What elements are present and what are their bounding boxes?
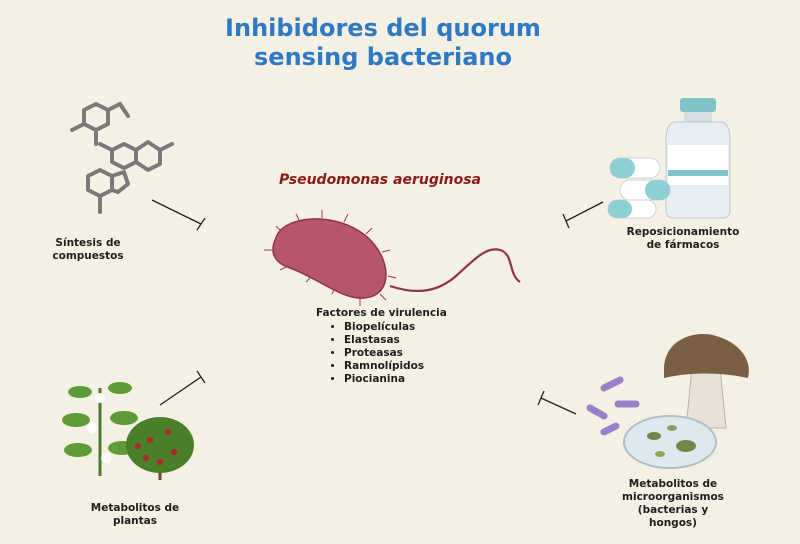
diagram-title: Inhibidores del quorum sensing bacterian… <box>225 14 541 71</box>
label-plants-line2: plantas <box>112 515 158 527</box>
plants-icon <box>62 382 194 480</box>
petri-dish-icon <box>623 415 717 469</box>
label-drugs-line1: Reposicionamiento <box>626 226 740 238</box>
inhibition-arrow-microbes <box>537 390 577 415</box>
virulence-factors: Factores de virulencia Biopelículas Elas… <box>316 307 447 386</box>
label-drug-repositioning: Reposicionamiento de fármacos <box>618 226 748 252</box>
mushroom-icon <box>664 333 749 429</box>
virulence-item: Elastasas <box>344 334 447 347</box>
label-plants-line1: Metabolitos de <box>90 502 180 514</box>
virulence-item: Ramnolípidos <box>344 360 447 373</box>
rod-bacteria-icon <box>586 376 640 436</box>
organism-label: Pseudomonas aeruginosa <box>278 172 482 188</box>
label-microbes-line3: (bacterias y <box>637 504 709 516</box>
label-microbes-line2: microorganismos <box>622 491 724 503</box>
virulence-item: Proteasas <box>344 347 447 360</box>
bacterium-icon <box>264 210 521 306</box>
label-microbes-line1: Metabolitos de <box>628 478 718 490</box>
chemical-structures-icon <box>70 102 174 214</box>
inhibition-arrow-drugs <box>562 201 604 229</box>
virulence-heading: Factores de virulencia <box>316 307 447 319</box>
virulence-item: Biopelículas <box>344 321 447 334</box>
drug-vial-icon <box>665 98 731 219</box>
label-microbes-line4: hongos) <box>649 517 697 529</box>
label-synthesis-line2: compuestos <box>52 250 124 262</box>
label-synthesis-line1: Síntesis de <box>55 237 121 249</box>
inhibition-arrow-plants <box>159 370 206 406</box>
label-drugs-line2: de fármacos <box>646 239 720 251</box>
capsules-icon <box>607 157 671 219</box>
label-microbial-metabolites: Metabolitos de microorganismos (bacteria… <box>608 478 738 530</box>
label-synthesis: Síntesis de compuestos <box>38 237 138 263</box>
virulence-list: Biopelículas Elastasas Proteasas Ramnolí… <box>316 321 447 386</box>
label-plant-metabolites: Metabolitos de plantas <box>70 502 200 528</box>
inhibition-arrow-synthesis <box>151 199 206 231</box>
virulence-item: Piocianina <box>344 373 447 386</box>
